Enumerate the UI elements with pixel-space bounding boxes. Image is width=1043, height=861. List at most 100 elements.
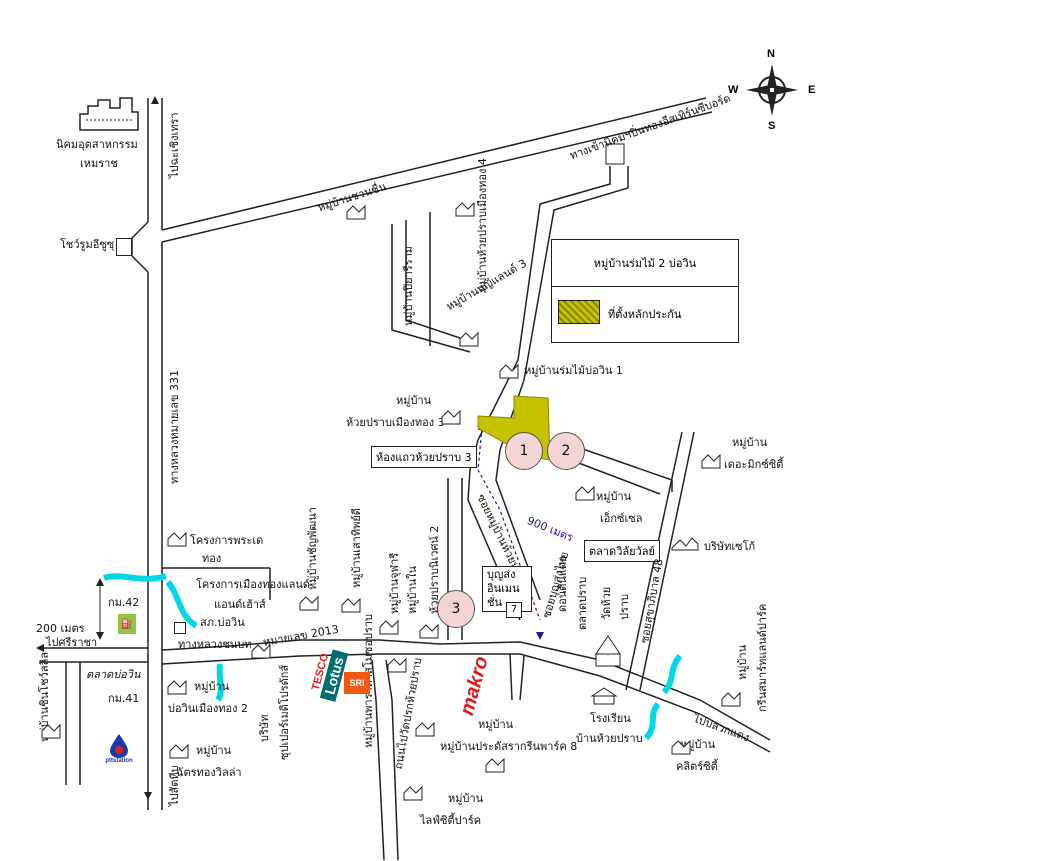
house-huaypla3-icon [440, 408, 462, 426]
label-city-top: ดอนดินแดง [556, 556, 569, 612]
label-chanpen: หมู่บ้านชัญพัฒนา [306, 507, 319, 590]
ptt-logo-text: pttstation [105, 758, 133, 764]
compass-west-label: W [728, 84, 739, 96]
house-huaypla2-icon [418, 622, 440, 640]
compass-east-label: E [808, 84, 816, 96]
label-tongthip: หมู่บ้านเสาทิพย์ดี [350, 508, 363, 588]
label-police: สภ.บ่อวิน [200, 616, 245, 629]
highway-331-bend-c [131, 255, 149, 273]
label-huaypla2: ห้วยปราบนิเวศน์ 2 [428, 525, 441, 614]
house-boowin2-icon [166, 678, 188, 696]
house-chalerm-icon [168, 742, 190, 760]
house-green-icon [720, 690, 742, 708]
sr-logo: SRI [344, 672, 370, 694]
marker-3[interactable]: 3 [437, 590, 475, 628]
label-city2: ตลาดปราบ [576, 576, 589, 630]
industrial-estate-icon [79, 97, 139, 131]
label-green-top: หมู่บ้าน [736, 644, 749, 680]
label-to-sriracha: ไปศรีราชา [46, 636, 98, 649]
stream-south [215, 663, 224, 702]
showroom-box [116, 238, 132, 256]
label-hemaraj: เหมราช [80, 157, 118, 170]
marker-1[interactable]: 1 [505, 432, 543, 470]
label-boowin2-bottom: บ่อวินเมืองทอง 2 [168, 702, 248, 715]
compass-north-label: N [767, 48, 775, 60]
label-to-chachoengsao: ไปฉะเชิงเทรา [168, 112, 181, 178]
rd-2013-south [161, 653, 771, 753]
temple-icon [595, 635, 621, 667]
soi-north-east [523, 166, 629, 381]
label-industrial: นิคมอุตสาหกรรม [56, 138, 138, 151]
label-project-pra2: ทอง [202, 552, 222, 565]
route-arrow-south [536, 632, 544, 640]
house-sonklaa-icon [40, 722, 62, 740]
road-top-north [161, 97, 707, 231]
arrow-to-sattahip [144, 792, 152, 800]
label-km41: กม.41 [108, 692, 140, 705]
lane-piriyaram-outer [391, 224, 471, 353]
label-rommai1: หมู่บ้านร่มไม้บ่อวิน 1 [524, 364, 623, 377]
seiko-factory-icon [671, 537, 699, 551]
label-lifecity-bottom: ไลฟ์ซิตี้ปาร์ค [420, 814, 482, 827]
label-huaypla3-bottom: ห้วยปราบเมืองทอง 3 [346, 416, 445, 429]
house-rommai1-icon [498, 362, 520, 380]
label-huaypla4: หมู่บ้านห้วยปราบเมืองทอง 4 [476, 158, 489, 292]
label-moban-nai: หมู่บ้านใน [406, 565, 419, 614]
label-seiko: บริษัทเซโก้ [704, 540, 756, 553]
legend-plot-label: ที่ตั้งหลักประกัน [608, 308, 682, 321]
house-dimax-icon [700, 452, 722, 470]
label-boowin2-top: หมู่บ้าน [194, 680, 230, 693]
label-excel-top: หมู่บ้าน [596, 490, 632, 503]
marker-200m-arrow-up [96, 578, 104, 586]
house-chuanchuen-icon [345, 203, 367, 221]
house-praharn-icon [386, 656, 408, 674]
house-project-pra-icon [166, 530, 188, 548]
box-boonchai: บุญส่งอินเมนชั่น [482, 566, 532, 612]
seven-eleven-box-top [605, 143, 625, 165]
lane-piriyaram-inner [405, 220, 461, 339]
marker-200m-arrow-down [96, 632, 104, 640]
label-green-bottom: กรีนสมาร์ทแลนด์ปาร์ค [756, 603, 769, 712]
marker-2[interactable]: 2 [547, 432, 585, 470]
road-saiyai-b [385, 659, 399, 861]
label-rd2013: ทางหลวงชนบท [178, 638, 252, 651]
label-company2: บริษัท [258, 714, 271, 742]
legend-title: หมู่บ้านร่มไม้ 2 บ่อวิน [552, 240, 738, 287]
route-900m [477, 427, 541, 621]
label-wat-bottom: ปราบ [618, 593, 631, 620]
label-supreme: ซุปเปอร์เมดิโปรดักส์ [278, 664, 291, 760]
soi-north-west [477, 166, 611, 441]
ptt-drop-icon [110, 734, 128, 758]
road-makro-a [509, 653, 513, 701]
legend-plot-swatch [558, 300, 600, 324]
seven-eleven-box-bottom: 7 [506, 602, 522, 618]
road-top-south [161, 111, 713, 243]
label-km42: กม.42 [108, 596, 140, 609]
house-tongthip-icon [340, 596, 362, 614]
compass-rose [746, 64, 798, 116]
label-muangthong-bottom: แอนด์เฮ้าส์ [214, 598, 266, 611]
label-huaypla3-top: หมู่บ้าน [396, 394, 432, 407]
box-taladwilai: ตลาดวิลัยวัลย์ [584, 540, 660, 562]
label-project-pra: โครงการพระเด [190, 534, 264, 547]
label-lifecity-top: หมู่บ้าน [448, 792, 484, 805]
label-wat-top: วัดห้วย [600, 586, 613, 620]
soi-main-east [495, 379, 541, 601]
house-prasadsun-icon-b [484, 756, 506, 774]
label-dimax-top: หมู่บ้าน [732, 436, 768, 449]
house-boonland3-icon [458, 330, 480, 348]
box-townhouse3: ห้องแถวห้วยปราบ 3 [371, 446, 477, 468]
label-distance-200: 200 เมตร [36, 622, 85, 635]
map-legend: หมู่บ้านร่มไม้ 2 บ่อวิน ที่ตั้งหลักประกั… [551, 239, 739, 343]
school-icon [590, 687, 618, 705]
compass-south-label: S [768, 120, 776, 132]
label-school-top: โรงเรียน [590, 712, 631, 725]
label-highway-331: ทางหลวงหมายเลข 331 [168, 370, 181, 484]
road-saiyai-a [371, 659, 385, 861]
road-east-b [639, 431, 695, 691]
label-chalerm-top: หมู่บ้าน [196, 744, 232, 757]
label-market: ตลาดบ่อวิน [86, 668, 141, 681]
label-moban-yai: หมู่บ้านจุฬารี [388, 552, 401, 614]
house-huaypla4-icon [454, 200, 476, 218]
